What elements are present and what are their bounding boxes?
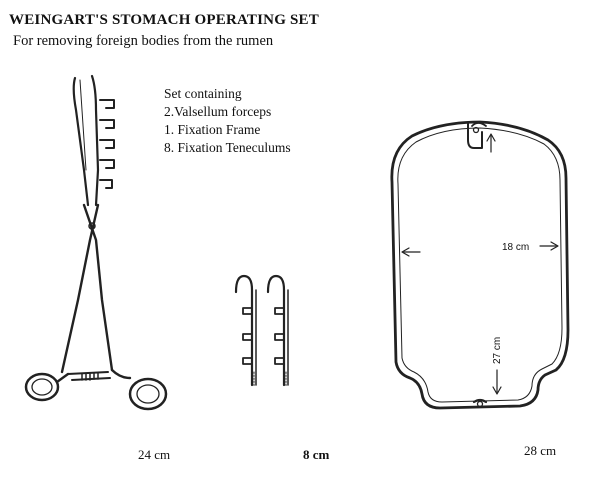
set-item-frame: 1. Fixation Frame [164, 122, 261, 137]
set-item-teneculums: 8. Fixation Teneculums [164, 140, 291, 155]
frame-width-label: 18 cm [502, 242, 529, 253]
page-title: WEINGART'S STOMACH OPERATING SET [9, 12, 319, 28]
set-contents-heading: Set containing [164, 86, 242, 101]
frame-size-caption: 28 cm [524, 443, 557, 458]
fixation-teneculums-illustration [234, 274, 289, 387]
set-contents-list: Set containing 2.Valsellum forceps 1. Fi… [164, 85, 291, 157]
page-subtitle: For removing foreign bodies from the rum… [13, 33, 274, 49]
frame-height-label: 27 cm [492, 337, 503, 364]
teneculums-size-caption: 8 cm [303, 447, 330, 462]
set-item-forceps: 2.Valsellum forceps [164, 104, 272, 119]
fixation-frame-illustration [390, 120, 570, 410]
forceps-size-caption: 24 cm [138, 447, 171, 462]
valsellum-forceps-illustration [24, 74, 168, 411]
